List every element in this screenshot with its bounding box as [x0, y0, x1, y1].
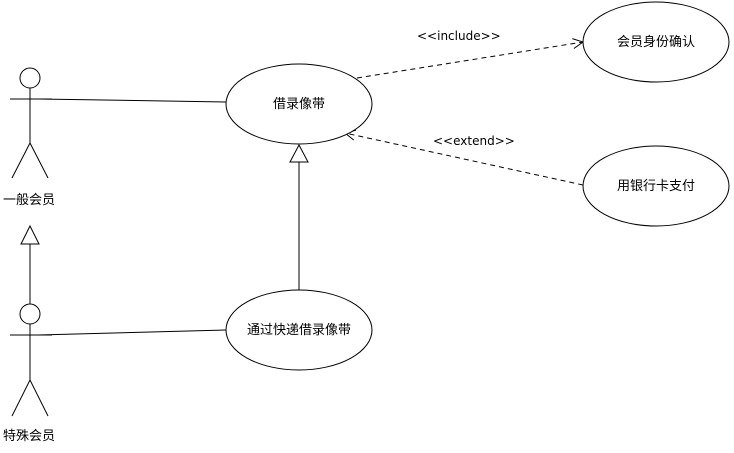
extend-stereotype: <<extend>>: [433, 134, 515, 148]
usecase-label: 用银行卡支付: [617, 179, 695, 194]
actor-left-leg: [11, 142, 31, 179]
actor-generalization: [20, 224, 40, 304]
usecase-member-verify[interactable]: 会员身份确认: [582, 1, 730, 83]
generalization-arrowhead: [289, 143, 309, 163]
actor-special-member-label: 特殊会员: [3, 429, 55, 444]
actor-left-leg: [11, 379, 31, 417]
usecase-generalization: [289, 143, 309, 290]
usecase-ellipse: [225, 289, 373, 371]
actor-right-leg: [29, 142, 49, 179]
actor-right-leg: [29, 379, 49, 417]
actor-normal-member: [10, 67, 52, 179]
actor-head: [19, 303, 41, 325]
actor-special-member: [10, 303, 52, 417]
include-relationship: [356, 42, 583, 79]
usecase-borrow-tape[interactable]: 借录像带: [225, 63, 373, 145]
include-stereotype: <<include>>: [417, 29, 501, 43]
actor-normal-member-label: 一般会员: [3, 192, 55, 208]
usecase-ellipse: [582, 1, 730, 83]
usecase-ellipse: [582, 145, 730, 227]
usecase-label: 通过快递借录像带: [247, 323, 351, 338]
association-normal-borrow: [37, 98, 227, 103]
usecase-label: 借录像带: [273, 97, 325, 112]
generalization-arrowhead: [20, 224, 40, 245]
extend-relationship: [345, 133, 584, 186]
usecase-label: 会员身份确认: [617, 34, 695, 50]
usecase-express-borrow[interactable]: 通过快递借录像带: [225, 289, 373, 371]
actor-head: [19, 67, 41, 89]
usecase-ellipse: [225, 63, 373, 145]
usecase-bank-card-pay[interactable]: 用银行卡支付: [582, 145, 730, 227]
association-special-express: [37, 329, 227, 336]
